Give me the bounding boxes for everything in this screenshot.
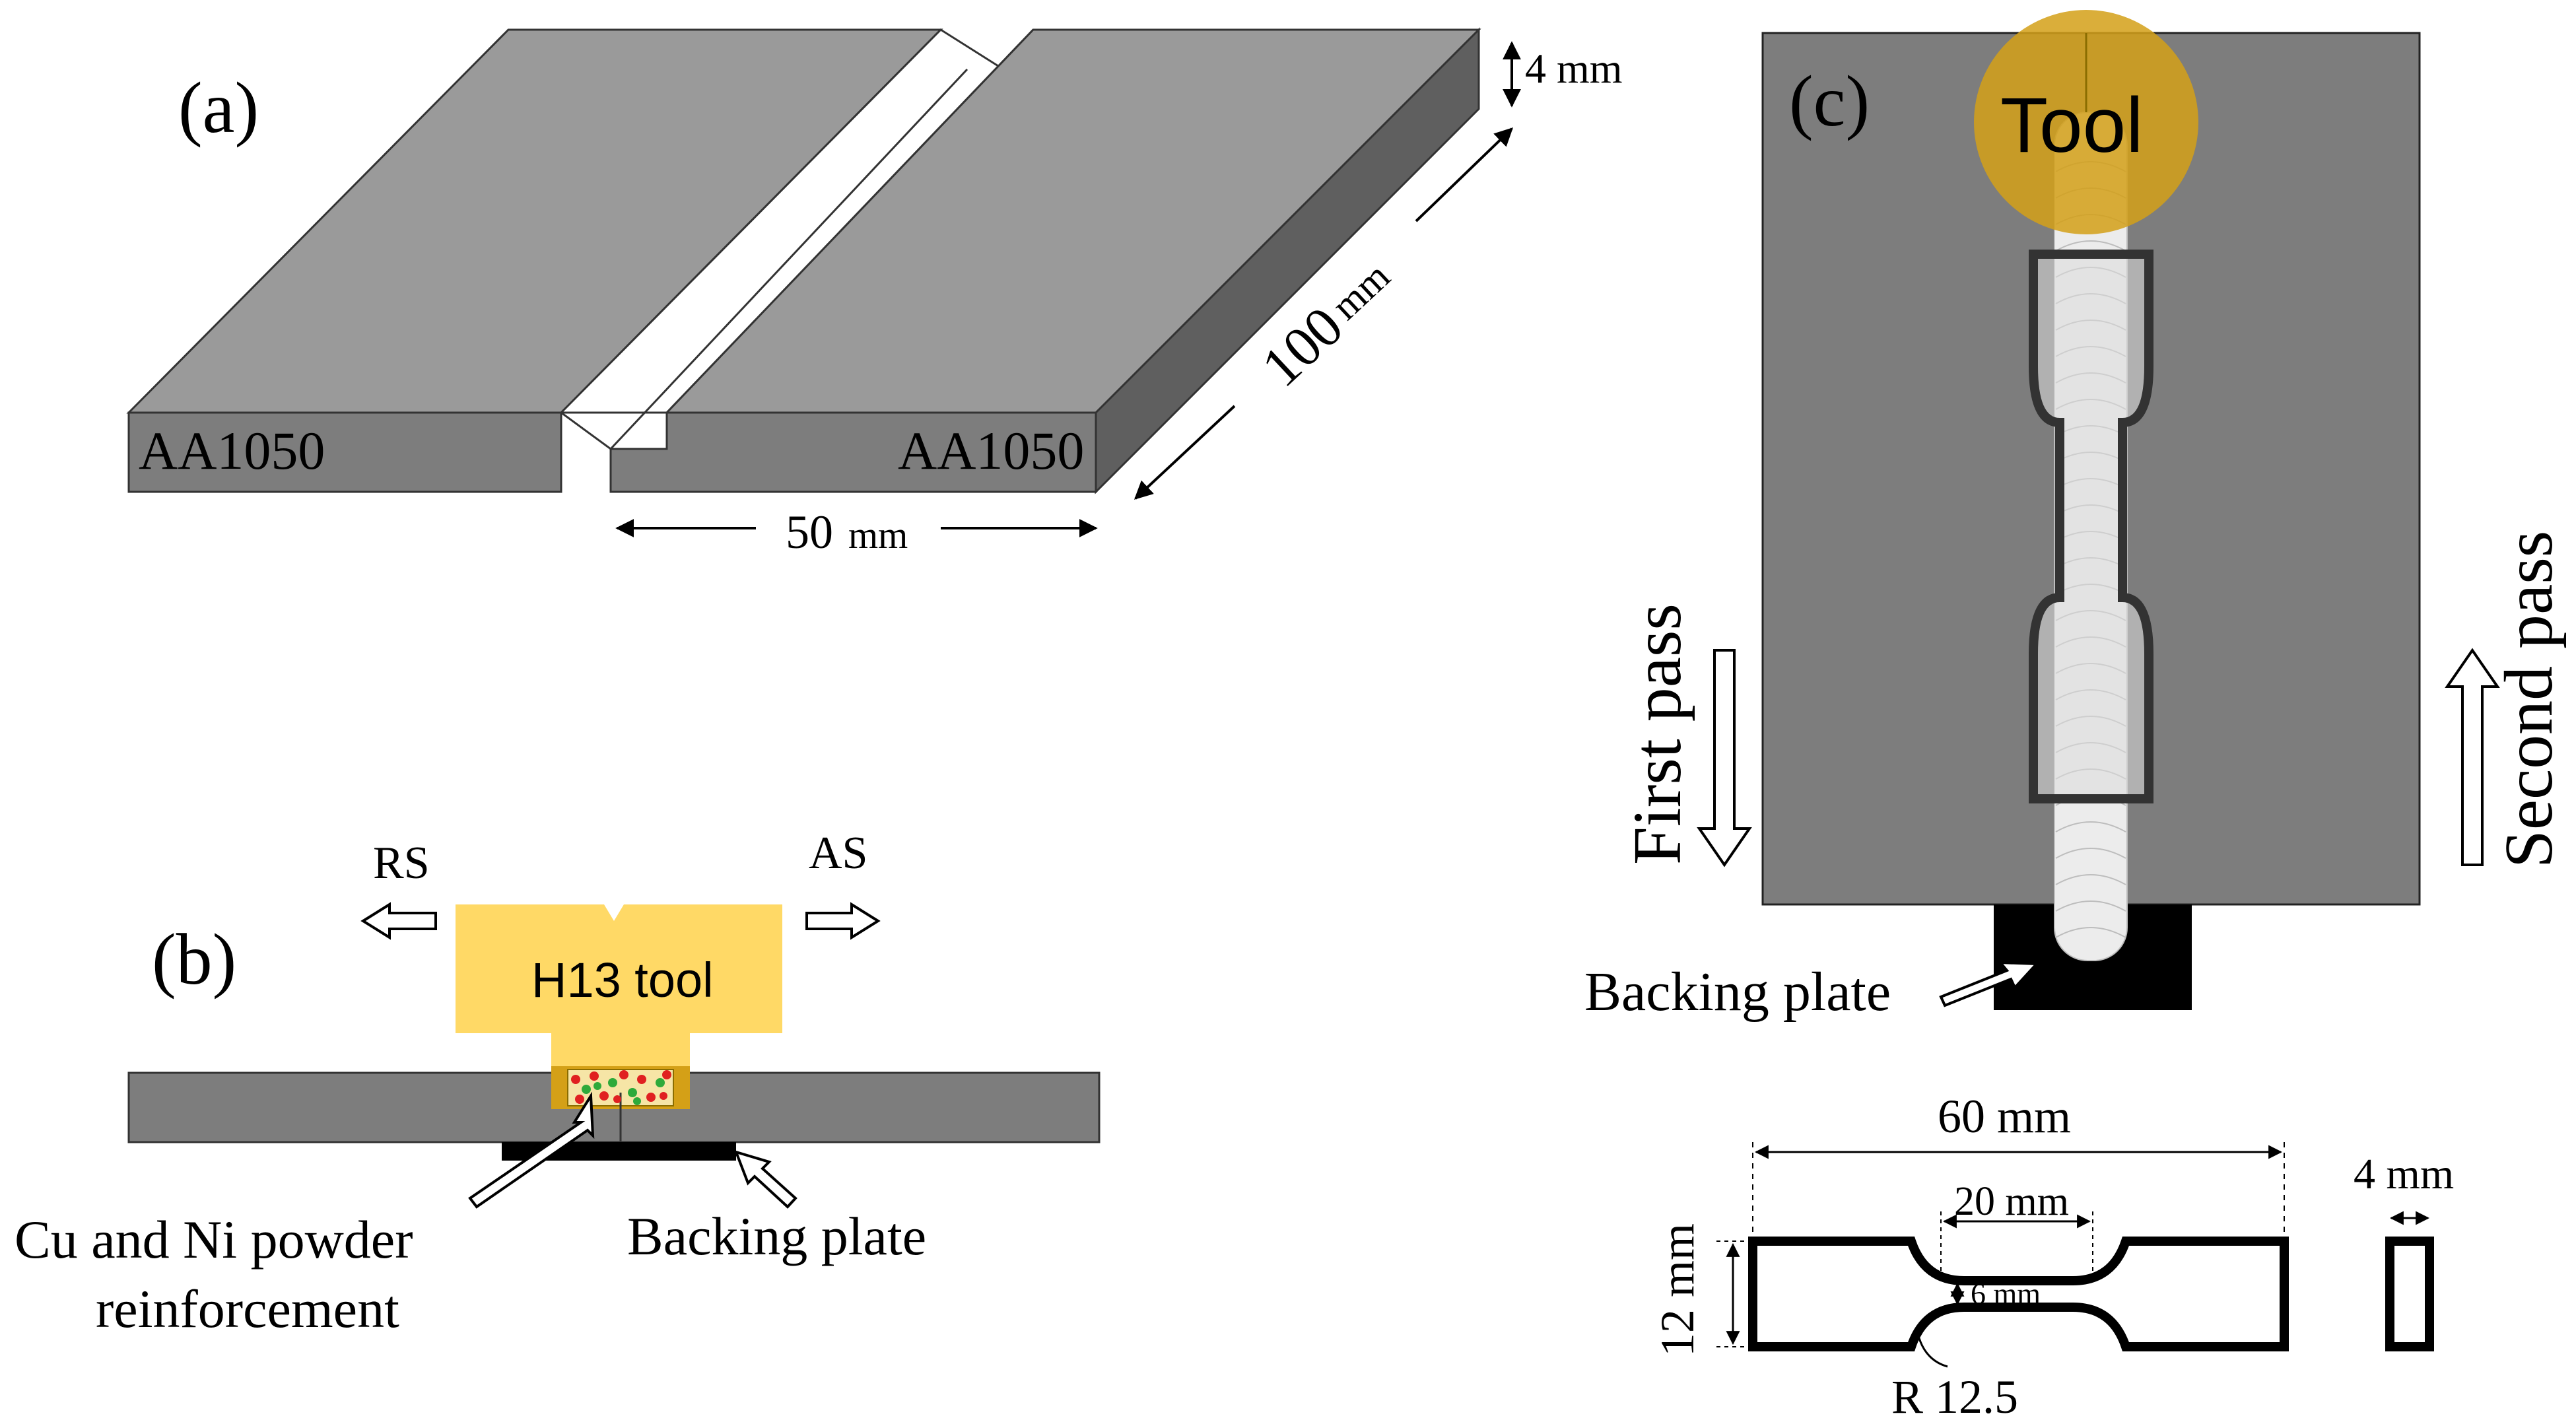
length-dimension-arrow-lower <box>1134 405 1236 500</box>
backing-pointer-arrow-b <box>733 1149 797 1209</box>
overall-width-label: 12 mm <box>1651 1223 1704 1357</box>
first-pass-arrow <box>1697 649 1752 867</box>
gauge-length-label: 20 mm <box>1954 1179 2069 1224</box>
thickness-label: 4 mm <box>1525 45 1623 92</box>
panel-b: (b) H13 tool RS AS Cu and Ni powder <box>15 828 1101 1339</box>
powder-particles <box>571 1070 671 1105</box>
as-label: AS <box>809 828 867 879</box>
width-unit: mm <box>848 514 908 557</box>
powder-label-line1: Cu and Ni powder <box>15 1209 413 1270</box>
second-pass-label: Second pass <box>2491 531 2567 868</box>
thickness-cross-section <box>2385 1237 2434 1351</box>
powder-label-line2: reinforcement <box>96 1279 399 1339</box>
second-pass-arrow <box>2445 648 2500 866</box>
length-dimension-arrow-upper <box>1415 127 1514 222</box>
right-plate-side <box>1095 27 1480 494</box>
radius-label: R 12.5 <box>1891 1371 2018 1423</box>
powder-pointer-arrow <box>468 1091 595 1209</box>
tool-circle <box>1974 10 2198 234</box>
backing-label-c: Backing plate <box>1584 961 1891 1023</box>
overall-length-label: 60 mm <box>1938 1090 2071 1143</box>
groove-inner-line <box>609 68 968 450</box>
left-plate-label: AA1050 <box>139 421 325 481</box>
first-pass-label: First pass <box>1619 603 1695 865</box>
rs-label: RS <box>373 838 430 889</box>
thickness-label-specimen: 4 mm <box>2354 1150 2454 1198</box>
as-arrow <box>805 902 881 940</box>
gauge-width-label: 6 mm <box>1971 1277 2041 1310</box>
rs-arrow <box>360 902 437 940</box>
panel-b-label: (b) <box>152 919 236 1000</box>
panel-a-label: (a) <box>178 67 259 148</box>
backing-label-b: Backing plate <box>627 1206 926 1266</box>
radius-leader <box>1916 1333 1948 1368</box>
panel-c-label: (c) <box>1789 61 1870 141</box>
panel-a: (a) AA1050 AA1050 4 mm 100 mm 50 mm <box>126 27 1623 559</box>
width-value: 50 <box>786 506 833 559</box>
specimen-profile <box>1748 1237 2289 1351</box>
tool-label-c: Tool <box>2000 82 2143 169</box>
tool-label-b: H13 tool <box>531 953 714 1007</box>
specimen-outline-on-plate <box>2029 250 2153 803</box>
groove-front <box>558 411 668 450</box>
right-plate-label: AA1050 <box>898 421 1084 481</box>
backing-pointer-arrow-c <box>1939 961 2040 1007</box>
length-unit: mm <box>1323 254 1398 328</box>
panel-c: Tool (c) First pass Second pass Backing … <box>1584 10 2567 1023</box>
tool-shoulder <box>456 904 782 1109</box>
tensile-specimen-drawing: 60 mm 20 mm 6 mm 12 mm R 12.5 4 mm <box>1651 1090 2454 1423</box>
left-plate-front <box>127 411 562 493</box>
